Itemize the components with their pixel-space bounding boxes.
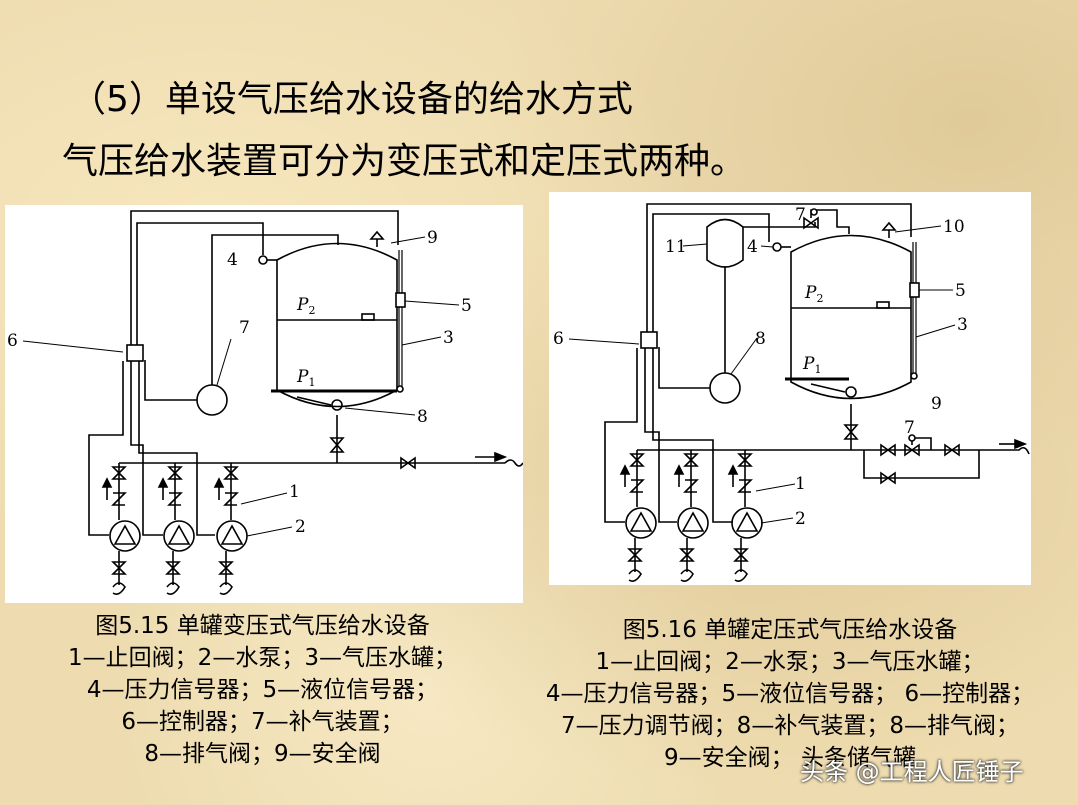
label-p2: P2	[296, 295, 315, 317]
label-10: 10	[943, 217, 965, 237]
label-2: 2	[795, 509, 806, 529]
figure1-legend-line: 1—止回阀；2—水泵；3—气压水罐；	[68, 645, 457, 671]
label-9: 9	[427, 228, 438, 248]
figure2-caption: 图5.16 单罐定压式气压给水设备 1—止回阀；2—水泵；3—气压水罐； 4—压…	[520, 614, 1060, 774]
label-8: 8	[755, 329, 766, 349]
label-7-bottom: 7	[904, 418, 915, 438]
figure1-title: 图5.15 单罐变压式气压给水设备	[95, 613, 430, 639]
label-1: 1	[795, 474, 806, 494]
pressure-tank	[790, 234, 912, 400]
label-4: 4	[227, 250, 238, 270]
watermark: 头条 @工程人匠锤子	[800, 758, 1024, 786]
figure2-title: 图5.16 单罐定压式气压给水设备	[622, 617, 958, 643]
figure2-legend-line: 1—止回阀；2—水泵；3—气压水罐；	[595, 649, 985, 675]
label-p1: P1	[296, 367, 315, 389]
label-6: 6	[7, 331, 18, 351]
label-7-top: 7	[795, 205, 806, 225]
label-9: 9	[931, 394, 942, 414]
label-8: 8	[417, 407, 428, 427]
page-subheading: 气压给水装置可分为变压式和定压式两种。	[62, 141, 747, 182]
pressure-tank	[276, 242, 398, 408]
label-6: 6	[553, 329, 564, 349]
label-p1: P1	[802, 354, 821, 376]
label-5: 5	[461, 296, 472, 316]
figure1-legend-line: 4—压力信号器；5—液位信号器；	[86, 677, 439, 703]
label-7: 7	[239, 318, 250, 338]
label-3: 3	[957, 315, 968, 335]
label-4: 4	[747, 237, 758, 257]
label-p2: P2	[804, 283, 823, 305]
figure1-caption: 图5.15 单罐变压式气压给水设备 1—止回阀；2—水泵；3—气压水罐； 4—压…	[0, 610, 525, 770]
figure2-legend-line: 4—压力信号器；5—液位信号器； 6—控制器；	[545, 681, 1035, 707]
figure1-legend-line: 6—控制器；7—补气装置；	[121, 709, 404, 735]
figure1-legend-line: 8—排气阀；9—安全阀	[144, 741, 381, 767]
figure-constant-pressure-diagram: 6 11 4 7 10 5 3 8 9 7 1 2 P2 P1	[549, 192, 1031, 585]
figure-variable-pressure-diagram: 6 4 7 9 5 3 8 1 2 P2 P1	[5, 205, 523, 603]
figure2-legend-line: 9—安全阀； 头条储气罐	[664, 745, 916, 771]
label-2: 2	[295, 517, 306, 537]
label-3: 3	[443, 328, 454, 348]
label-11: 11	[665, 237, 687, 257]
label-5: 5	[955, 281, 966, 301]
figure2-legend-line: 7—压力调节阀；8—补气装置；8—排气阀；	[561, 713, 1019, 739]
label-1: 1	[289, 482, 300, 502]
page-heading: （5）单设气压给水设备的给水方式	[70, 79, 633, 120]
